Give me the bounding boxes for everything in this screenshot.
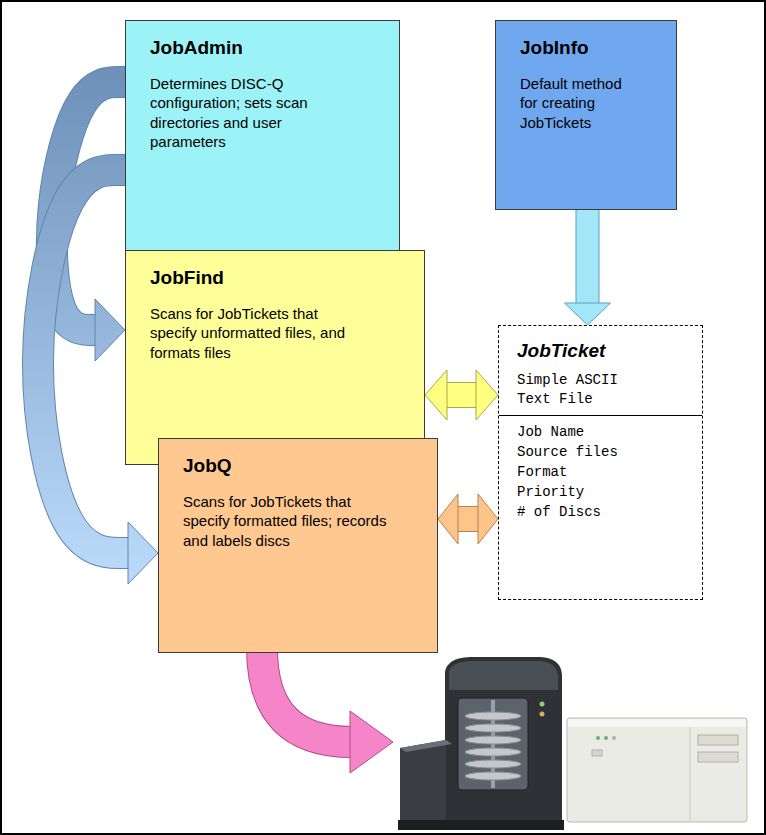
arrow-head <box>438 494 458 544</box>
arrow-head <box>565 303 611 325</box>
arrow-head <box>128 522 158 584</box>
connector-outline <box>445 382 478 408</box>
arrow-head <box>425 370 447 420</box>
server-led <box>604 736 608 740</box>
printer-lid <box>449 661 558 690</box>
box-description: Scans for JobTickets that specify unform… <box>150 304 354 363</box>
box-description: Scans for JobTickets that specify format… <box>183 492 387 551</box>
output-arrow-head <box>350 711 393 773</box>
output-arrow <box>262 648 352 742</box>
connector-outline <box>576 210 600 305</box>
box-title: JobQ <box>183 455 387 478</box>
box-description: Determines DISC-Q configuration; sets sc… <box>150 74 338 152</box>
box-description: Default method for creating JobTickets <box>520 74 636 133</box>
connector-outline <box>456 506 480 532</box>
drive-bay <box>698 752 738 762</box>
connector-outline <box>38 170 130 553</box>
disc <box>465 760 521 768</box>
printer-tray <box>400 740 446 828</box>
block-arrow <box>565 210 611 325</box>
printer-tray-top <box>400 740 452 752</box>
box-title: JobInfo <box>520 37 636 60</box>
ticket-field: Format <box>517 462 686 482</box>
box-title: JobFind <box>150 267 354 290</box>
disc <box>465 724 521 732</box>
server-top <box>568 719 746 727</box>
ticket-subtitle: Simple ASCII Text File <box>517 371 622 415</box>
ticket-title: JobTicket <box>517 340 686 363</box>
status-led <box>540 712 545 717</box>
queue-box: JobQ Scans for JobTickets that specify fo… <box>158 438 438 653</box>
arrow-head <box>476 370 498 420</box>
drive-bay <box>698 735 738 745</box>
status-led <box>540 702 545 707</box>
server-case <box>567 718 747 822</box>
server-divider <box>690 727 691 821</box>
disc <box>465 748 521 756</box>
connector-shaft <box>445 383 478 407</box>
info-box: JobInfoDefault method for creating JobTi… <box>495 20 677 210</box>
box-title: JobAdmin <box>150 37 338 60</box>
connector-shaft <box>38 170 130 553</box>
arrow-head <box>478 494 498 544</box>
ticket-box: JobTicketSimple ASCII Text FileJob NameS… <box>498 325 703 600</box>
admin-box: JobAdminDetermines DISC-Q configuration;… <box>125 20 400 285</box>
server-led <box>596 736 600 740</box>
ticket-field: Source files <box>517 442 686 462</box>
connector-shaft <box>456 507 480 531</box>
disc <box>465 736 521 744</box>
block-arrow <box>425 370 498 420</box>
printer-body <box>445 657 562 828</box>
arrow-head <box>95 299 125 361</box>
find-box: JobFindScans for JobTickets that specify… <box>125 250 425 465</box>
ticket-field: Priority <box>517 482 686 502</box>
ticket-field: # of Discs <box>517 502 686 522</box>
server-led <box>612 736 616 740</box>
ticket-fields: Job NameSource filesFormatPriority# of D… <box>499 415 702 522</box>
printer-window <box>458 698 528 790</box>
printer-base <box>398 820 564 830</box>
ticket-field: Job Name <box>517 422 686 442</box>
server-button <box>592 750 602 756</box>
disc <box>465 712 521 720</box>
disc <box>465 772 521 780</box>
block-arrow <box>438 494 498 544</box>
output-arrow-outline <box>262 648 352 742</box>
connector-shaft <box>577 210 599 305</box>
